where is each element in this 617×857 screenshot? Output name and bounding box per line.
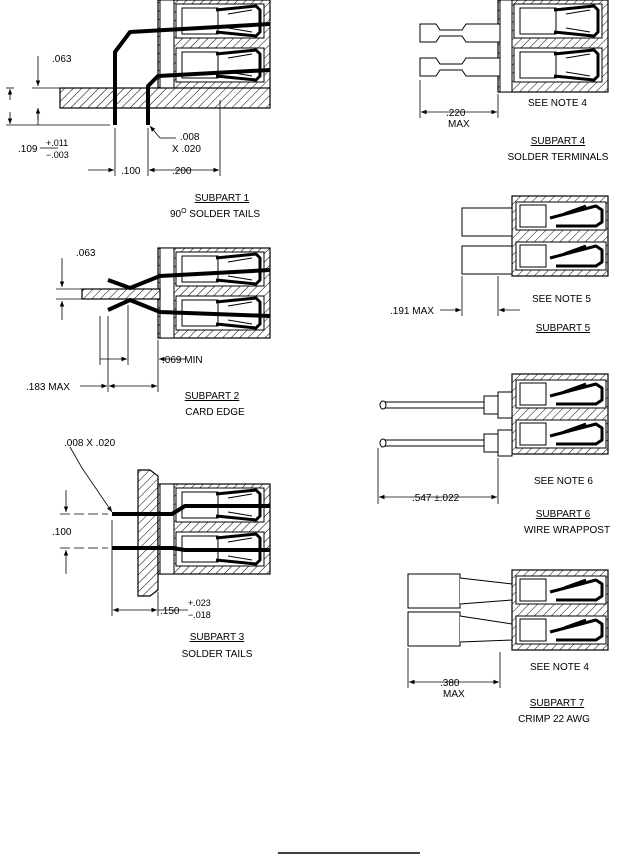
solder-terminal-upper — [419, 23, 501, 43]
s7-caption: CRIMP 22 AWG — [518, 714, 590, 725]
s1-tol-plus: +.011 — [46, 138, 68, 148]
s1-tol-minus: −.003 — [46, 150, 69, 160]
wrappost-upper — [383, 401, 485, 409]
crimp-barrel-upper — [407, 573, 461, 609]
s1-dim-100: .100 — [121, 166, 141, 177]
s1-title: SUBPART 1 — [195, 193, 250, 204]
s7-dim-max: MAX — [443, 689, 465, 700]
subpart-5-drawing: .191 MAX SEE NOTE 5 SUBPART 5 — [390, 196, 608, 334]
solder-tail-lower-3 — [112, 546, 270, 552]
subpart-1-drawing: .063 .109 +.011 −.003 .008 X .020 .100 .… — [6, 0, 271, 220]
card-edge-contact-upper — [107, 268, 271, 290]
subpart-7-drawing: .380 MAX SEE NOTE 4 SUBPART 7 CRIMP 22 A… — [407, 570, 608, 725]
s4-note: SEE NOTE 4 — [528, 98, 587, 109]
solder-terminal-lower — [419, 57, 501, 77]
circuit-board — [59, 87, 271, 109]
subpart-6-drawing: .547 ±.022 SEE NOTE 6 SUBPART 6 WIRE WRA… — [377, 374, 610, 536]
s1-dim-109: .109 — [18, 144, 38, 155]
s7-title: SUBPART 7 — [530, 698, 585, 709]
subpart-2-drawing: .063 .069 MIN .183 MAX SUBPART 2 CARD ED… — [26, 247, 271, 418]
solder-tail-upper-3 — [112, 504, 270, 516]
s6-dim-547: .547 ±.022 — [412, 493, 460, 504]
card-edge-contact-lower — [107, 298, 271, 318]
s1-caption: 90O SOLDER TAILS — [170, 208, 260, 220]
s1-dim-200: .200 — [172, 166, 192, 177]
panel — [137, 469, 159, 597]
pin-lower-5 — [461, 245, 513, 275]
pin-upper-5 — [461, 207, 513, 237]
subpart-4-drawing: .220 MAX SEE NOTE 4 SUBPART 4 SOLDER TER… — [419, 0, 609, 163]
s5-note: SEE NOTE 5 — [532, 294, 591, 305]
s1-dim-008: .008 — [180, 132, 200, 143]
s1-dim-x020: X .020 — [172, 144, 201, 155]
s2-dim-063: .063 — [76, 248, 96, 259]
s1-dim-063: .063 — [52, 54, 72, 65]
s4-caption: SOLDER TERMINALS — [508, 152, 609, 163]
s3-dim-100: .100 — [52, 527, 72, 538]
card — [81, 288, 161, 300]
s4-title: SUBPART 4 — [531, 136, 586, 147]
s7-note: SEE NOTE 4 — [530, 662, 589, 673]
s2-dim-069: .069 MIN — [162, 355, 203, 366]
s3-title: SUBPART 3 — [190, 632, 245, 643]
s5-dim-191: .191 MAX — [390, 306, 434, 317]
subpart-3-drawing: .100 .008 X .020 .150 +.023 −.018 SUBPAR… — [52, 438, 271, 660]
s6-title: SUBPART 6 — [536, 509, 591, 520]
s6-note: SEE NOTE 6 — [534, 476, 593, 487]
s6-caption: WIRE WRAPPOST — [524, 525, 610, 536]
s3-tol-plus: +.023 — [188, 598, 211, 608]
s3-tol-minus: −.018 — [188, 610, 211, 620]
s2-caption: CARD EDGE — [185, 407, 245, 418]
s3-dim-150: .150 — [160, 606, 180, 617]
wrappost-lower — [383, 439, 485, 447]
s3-dim-008x020: .008 X .020 — [64, 438, 116, 449]
s4-dim-220: .220 — [446, 108, 466, 119]
s4-dim-max: MAX — [448, 119, 470, 130]
s3-caption: SOLDER TAILS — [182, 649, 253, 660]
s2-title: SUBPART 2 — [185, 391, 240, 402]
solder-tail-upper — [113, 22, 271, 125]
s7-dim-380: .380 — [440, 678, 460, 689]
s2-dim-183: .183 MAX — [26, 382, 70, 393]
s5-title: SUBPART 5 — [536, 323, 591, 334]
crimp-barrel-lower — [407, 611, 461, 647]
solder-tail-lower — [146, 68, 271, 125]
